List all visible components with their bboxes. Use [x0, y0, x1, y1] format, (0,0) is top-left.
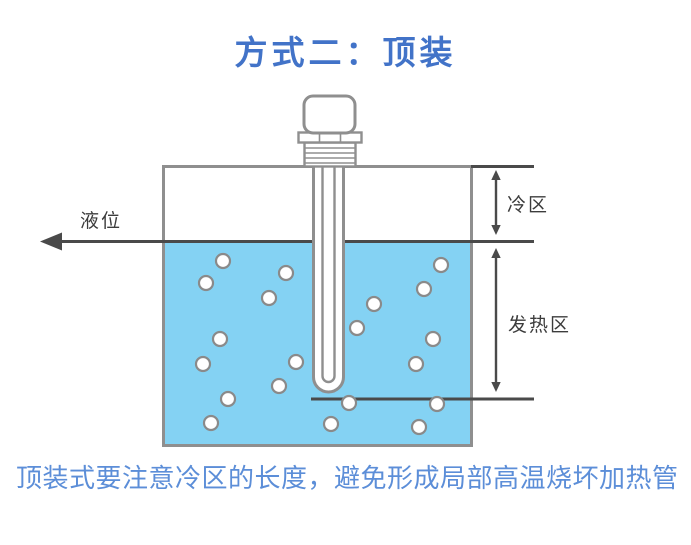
bubble-icon [432, 256, 450, 274]
bubble-icon [260, 289, 278, 307]
bubble-icon [428, 395, 446, 413]
bubble-icon [424, 330, 442, 348]
bubble-icon [197, 274, 215, 292]
bubbles-group [194, 252, 450, 436]
liquid-level-arrowhead-icon [40, 232, 62, 251]
bubble-icon [219, 390, 237, 408]
bubble-icon [194, 355, 212, 373]
bubble-icon [202, 414, 220, 432]
heating-zone-label: 发热区 [508, 315, 572, 336]
bubble-icon [348, 319, 366, 337]
bubble-icon [270, 377, 288, 395]
bubble-icon [415, 280, 433, 298]
heating-zone-arrowhead-up-icon [491, 248, 501, 258]
page-title: 方式二：顶装 [234, 34, 457, 71]
heater-terminal-cap [302, 94, 357, 135]
heater-tube-inner [321, 160, 336, 384]
heating-zone-arrowhead-down-icon [491, 382, 501, 392]
heating-element [297, 94, 363, 394]
bubble-icon [287, 353, 305, 371]
bubble-icon [410, 418, 428, 436]
liquid-level-label: 液位 [80, 211, 123, 232]
heater-thread-ribs [305, 147, 355, 164]
heating-zone-dimension-arrow [491, 248, 501, 392]
cold-zone-arrowhead-up-icon [491, 170, 501, 180]
cold-zone-label: 冷区 [507, 195, 550, 216]
bubble-icon [322, 415, 340, 433]
bubble-icon [340, 394, 358, 412]
bubble-icon [277, 264, 295, 282]
bubble-icon [365, 295, 383, 313]
bubble-icon [214, 252, 232, 270]
bubble-icon [407, 355, 425, 373]
cold-zone-arrowhead-down-icon [491, 225, 501, 235]
cold-zone-dimension-arrow [491, 170, 501, 235]
bubble-icon [211, 330, 229, 348]
caption-text: 顶装式要注意冷区的长度，避免形成局部高温烧坏加热管 [16, 463, 679, 493]
